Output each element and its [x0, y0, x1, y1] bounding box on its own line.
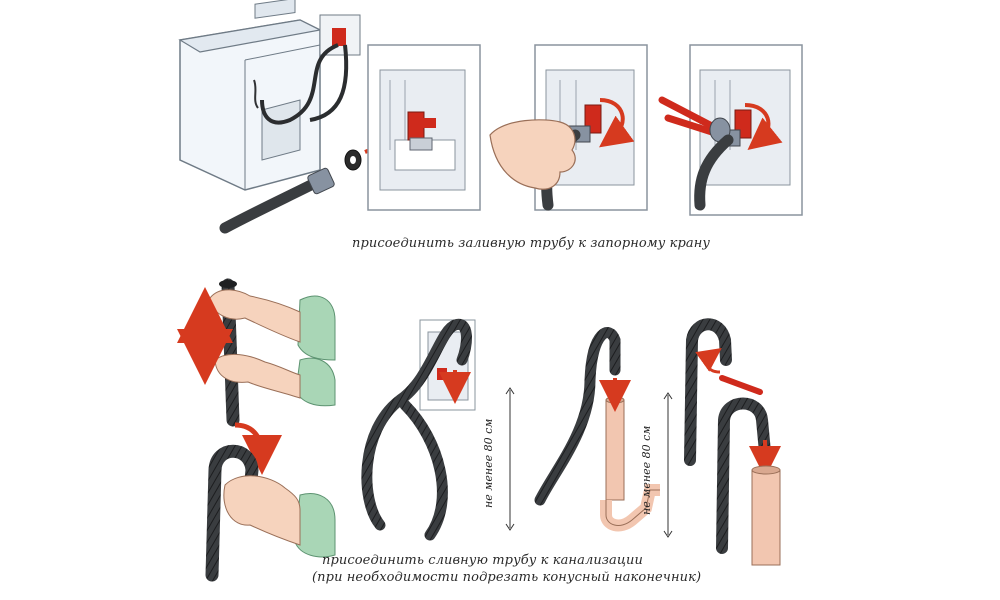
sewer-pipe [751, 465, 781, 566]
wall-panel-1 [367, 44, 481, 211]
caption-drain-2: (при необходимости подрезать конусный на… [312, 570, 702, 585]
drain-hose-into-pipe [716, 397, 771, 554]
sleeve-mid [295, 357, 336, 407]
washing-machine [178, 0, 322, 191]
standpipe [599, 378, 660, 532]
hand-1 [489, 119, 576, 190]
hose-panel-3 [694, 134, 734, 211]
height-label-left: не менее 80 см [482, 418, 495, 508]
drain-hose-s-curve [361, 318, 472, 541]
inlet-hose [219, 177, 321, 234]
hand-lower [214, 353, 301, 399]
drain-hose-cut-tip [684, 318, 732, 466]
caption-inlet: присоединить заливную трубу к запорному … [352, 236, 711, 251]
hose-end [219, 280, 237, 288]
height-label-right: не менее 80 см [640, 425, 653, 515]
curved-arrow-icon [234, 422, 282, 475]
rotate-arrow-icon [695, 348, 722, 374]
inlet-hose-on-machine [260, 43, 339, 125]
hand-bending [223, 475, 301, 546]
scissors-icon [719, 375, 763, 395]
wall-outlet-small [319, 14, 361, 56]
drain-hose-standpipe [534, 327, 621, 506]
hose-nut [307, 167, 335, 195]
drain-hose-bent [205, 444, 259, 582]
caption-drain-1: присоединить сливную трубу к канализации [322, 553, 643, 568]
wall-panel-3 [689, 44, 803, 216]
wall-panel-2 [534, 44, 648, 211]
sleeve-upper [297, 295, 336, 361]
sleeve-lower [294, 493, 336, 558]
gasket-hole [350, 156, 356, 164]
drain-hose-on-machine [309, 44, 349, 122]
